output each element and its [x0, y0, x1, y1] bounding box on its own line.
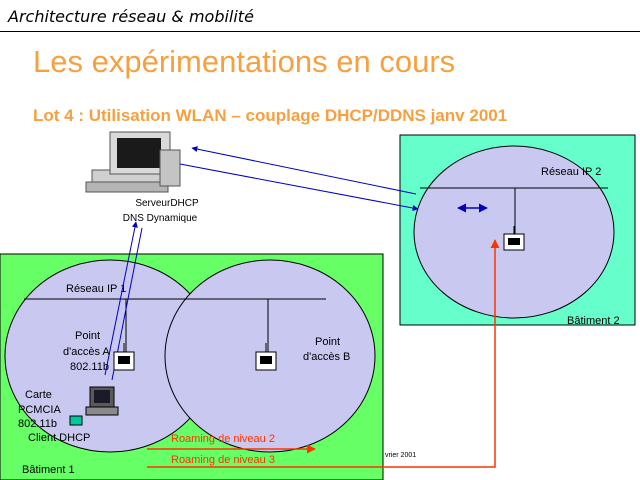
- access-point-a-icon: [113, 343, 135, 371]
- access-point-a-line2: d'accès A: [63, 346, 110, 358]
- server-computer-icon: [85, 131, 181, 193]
- server-label-line2: DNS Dynamique: [123, 213, 198, 224]
- roaming-level-3-arrow: [147, 239, 500, 468]
- roaming-level-3-label: Roaming de niveau 3: [171, 454, 275, 466]
- client-label-line2: PCMCIA: [18, 404, 61, 416]
- access-point-a-line1: Point: [75, 330, 100, 342]
- network-1-label: Réseau IP 1: [66, 283, 126, 295]
- pcmcia-card-icon: [69, 415, 83, 426]
- footer-fragment: vrier 2001: [385, 452, 416, 459]
- server-network2-link-lower: [179, 163, 419, 211]
- slide-subtitle: Lot 4 : Utilisation WLAN – couplage DHCP…: [33, 106, 508, 125]
- building-2-label: Bâtiment 2: [567, 315, 620, 327]
- access-point-b-line1: Point: [315, 336, 340, 348]
- server-network2-link-upper: [191, 146, 417, 195]
- client-label-line4: Client DHCP: [28, 432, 90, 444]
- server-label-line1: ServeurDHCP: [135, 198, 199, 209]
- access-point-a-line3: 802.11b: [70, 361, 109, 373]
- client-label-line1: Carte: [25, 389, 52, 401]
- access-point-b-line2: d'accès B: [303, 351, 350, 363]
- building-1-label: Bâtiment 1: [22, 464, 75, 476]
- client-label-line3: 802.11b: [18, 418, 57, 430]
- header-bar: Architecture réseau & mobilité: [0, 0, 640, 32]
- client-laptop-icon: [85, 386, 119, 416]
- access-point-b-icon: [255, 343, 277, 371]
- roaming-level-2-label: Roaming de niveau 2: [171, 433, 275, 445]
- slide-title: Les expérimentations en cours: [33, 44, 456, 79]
- server-client-link-left: [104, 221, 138, 376]
- access-point-2-icon: [503, 226, 525, 251]
- header-title: Architecture réseau & mobilité: [8, 7, 254, 26]
- network-2-label: Réseau IP 2: [541, 166, 601, 178]
- header-rule: [0, 31, 640, 32]
